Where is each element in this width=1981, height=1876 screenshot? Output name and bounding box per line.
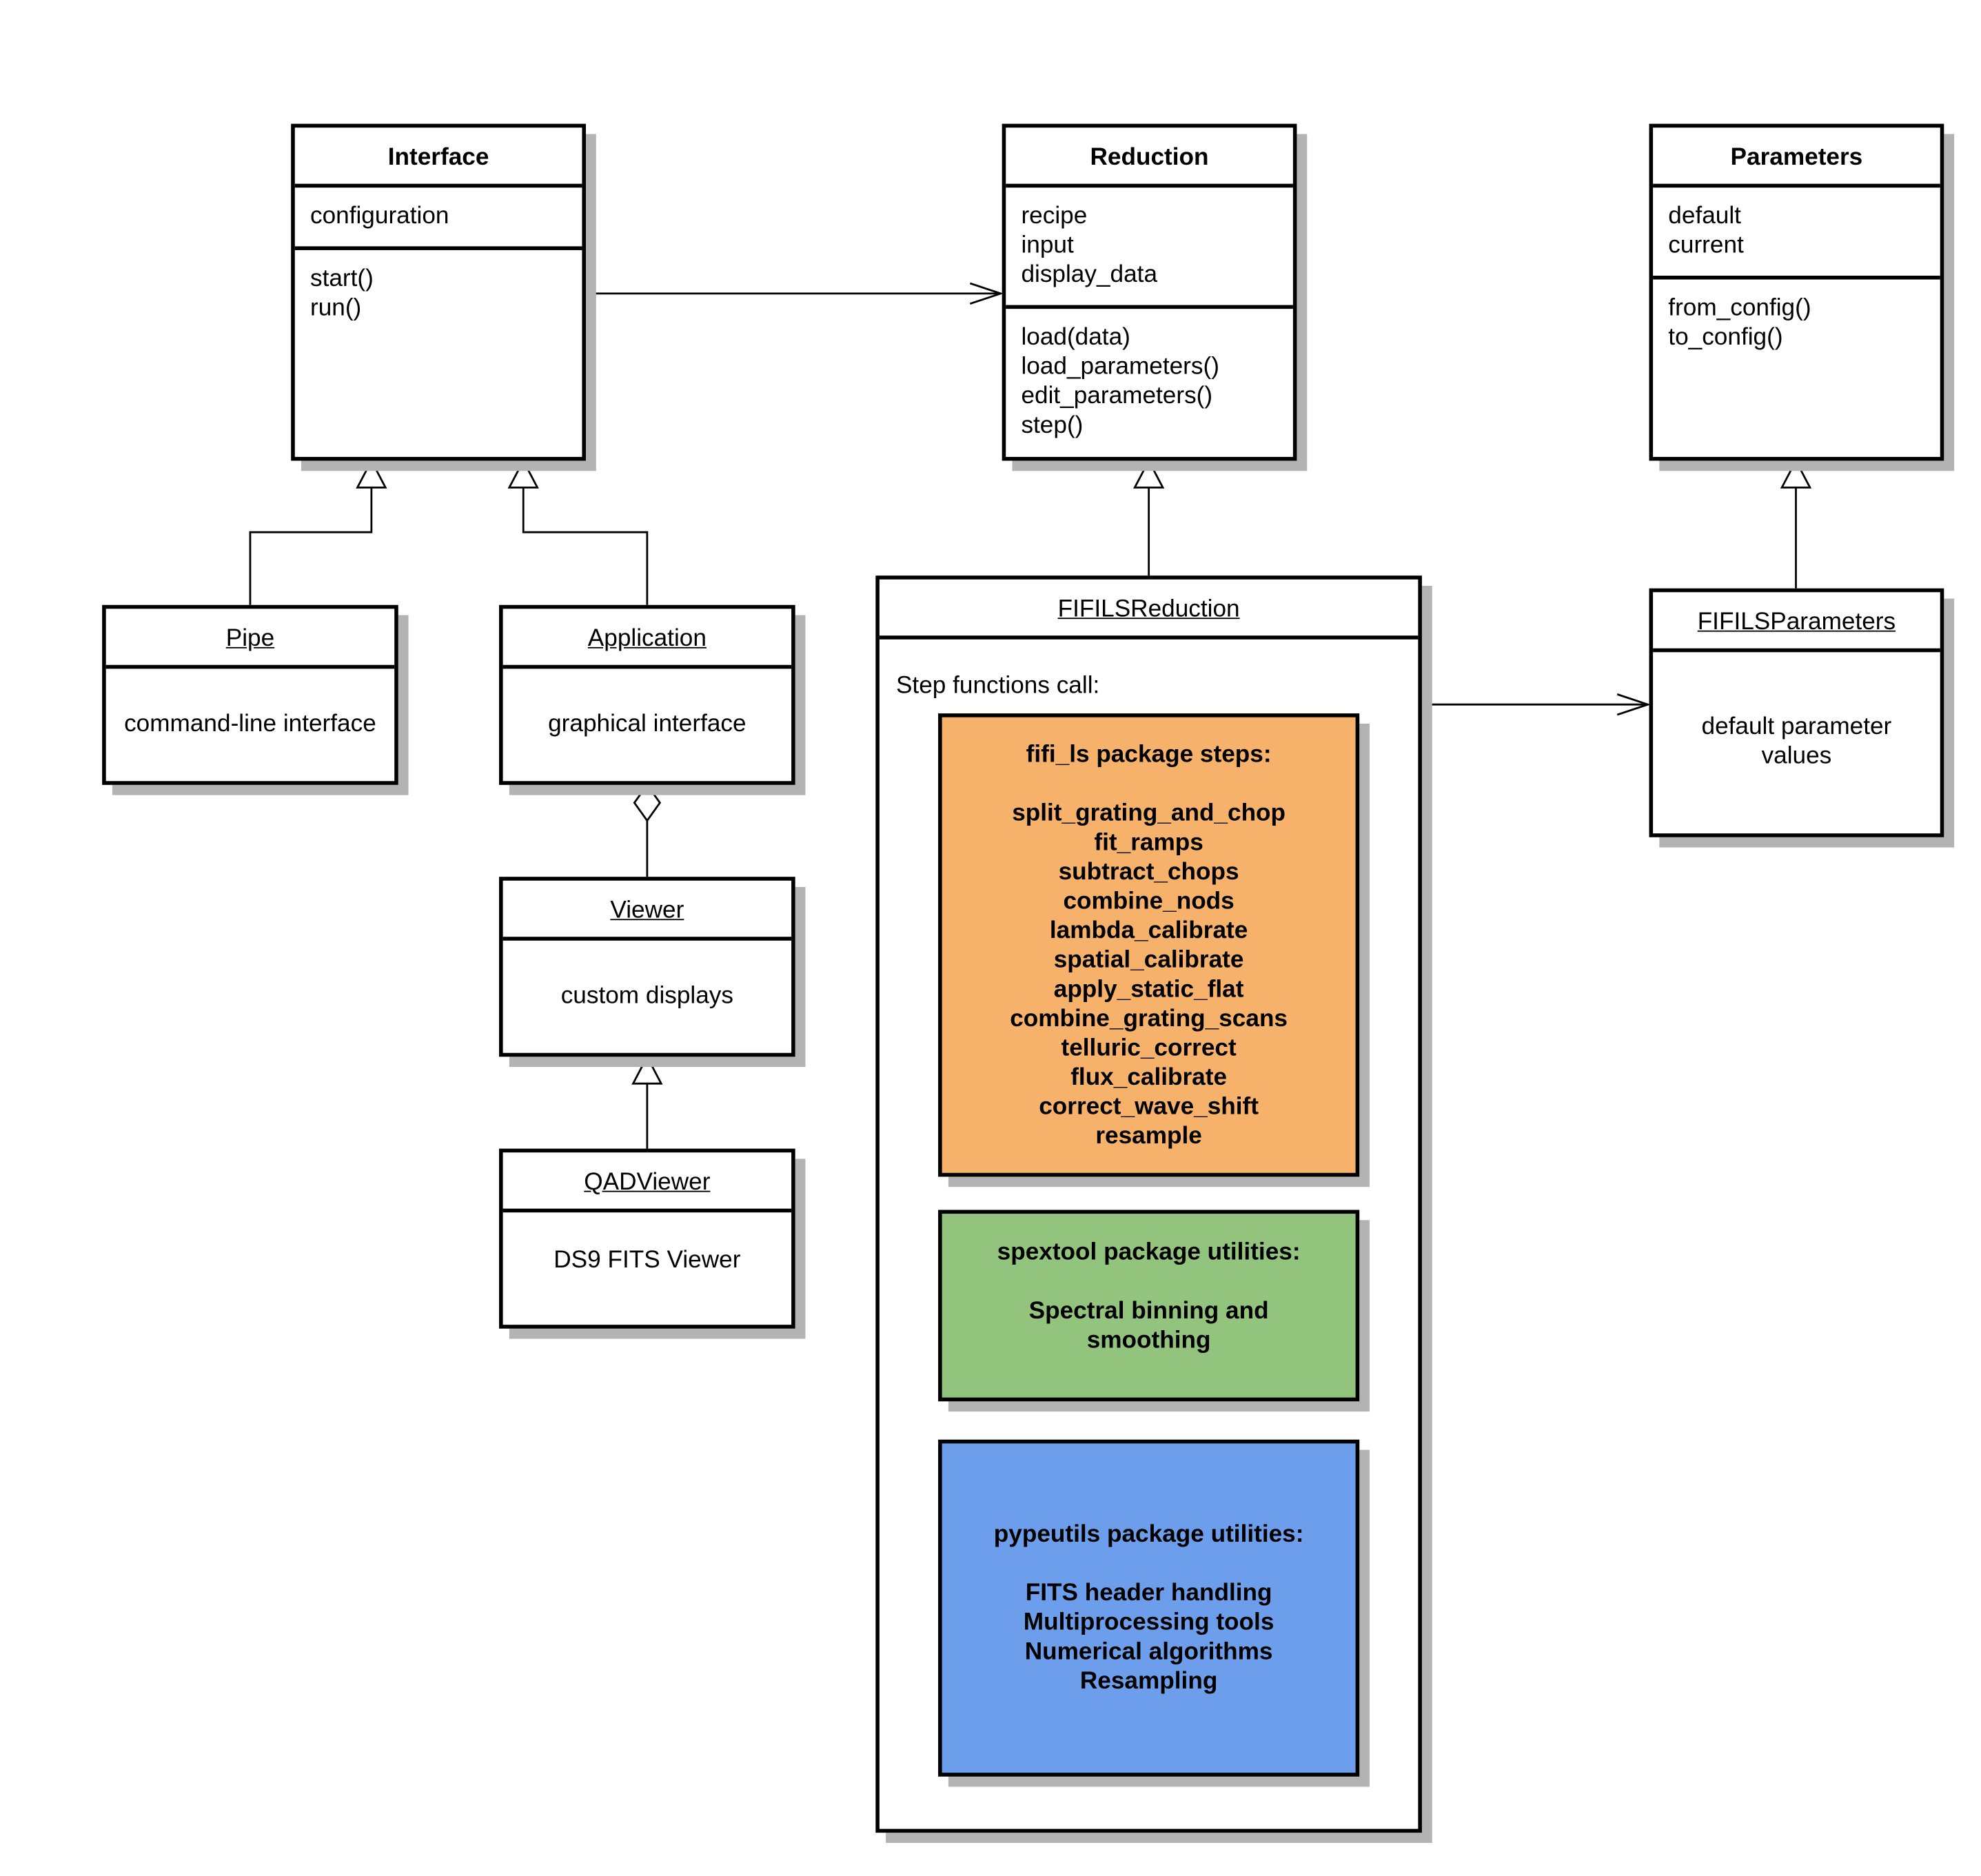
interface-reduction-arrowhead — [969, 282, 1004, 305]
fifi-ls-step: apply_static_flat — [1053, 975, 1244, 1003]
fifi-ls-step: subtract_chops — [1058, 858, 1239, 886]
application-inheritance-arrowhead — [507, 458, 539, 489]
fifi-ls-step: telluric_correct — [1061, 1034, 1237, 1061]
reduction-attribute: input — [1021, 232, 1074, 259]
interface-method: start() — [309, 265, 374, 293]
viewer-class: Viewer custom displays — [499, 877, 795, 1057]
parameters-class: Parameters default current from_config()… — [1649, 123, 1944, 461]
interface-method: run() — [309, 294, 362, 322]
fifilsparameters-description-line: default parameter — [1701, 713, 1892, 741]
qadviewer-inheritance-arrowhead — [631, 1054, 663, 1085]
fifi-ls-package-box: fifi_ls package steps: split_grating_and… — [938, 713, 1360, 1177]
qadviewer-class-title: QADViewer — [502, 1152, 792, 1213]
fifilsreduction-body: Step functions call: — [880, 640, 1418, 1829]
parameters-attribute: current — [1668, 232, 1744, 259]
fifi-ls-step: fit_ramps — [1094, 828, 1203, 856]
fifi-ls-step: split_grating_and_chop — [1012, 799, 1286, 827]
interface-class-title: Interface — [294, 128, 582, 188]
spextool-package-heading: spextool package utilities: — [997, 1239, 1301, 1266]
pipe-inheritance-arrowhead — [356, 458, 387, 489]
fifilsparameters-description-line: values — [1761, 742, 1832, 770]
interface-attribute: configuration — [309, 203, 449, 230]
fifilsparameters-class: FIFILSParameters default parameter value… — [1649, 588, 1944, 837]
fifi-ls-step: combine_nods — [1063, 887, 1235, 915]
pipe-description: command-line interface — [124, 710, 376, 737]
interface-methods: start() run() — [295, 250, 582, 323]
fifilsreduction-class-title: FIFILSReduction — [879, 580, 1419, 640]
reduction-method: load_parameters() — [1021, 353, 1219, 380]
pypeutils-package-heading: pypeutils package utilities: — [993, 1521, 1304, 1549]
pypeutils-utility: Multiprocessing tools — [1023, 1609, 1274, 1637]
fifi-ls-step: flux_calibrate — [1070, 1063, 1228, 1091]
fifi-ls-step: correct_wave_shift — [1039, 1093, 1259, 1120]
reduction-method: edit_parameters() — [1021, 383, 1213, 410]
qadviewer-class: QADViewer DS9 FITS Viewer — [499, 1148, 795, 1329]
reduction-class-title: Reduction — [1006, 128, 1293, 188]
parameters-method: to_config() — [1668, 324, 1783, 351]
spextool-utility: Spectral binning and — [1028, 1298, 1269, 1325]
spextool-package-box: spextool package utilities: Spectral bin… — [938, 1210, 1360, 1402]
pypeutils-utility: Resampling — [1079, 1668, 1218, 1695]
parameters-method: from_config() — [1668, 294, 1811, 322]
fifilsparameters-class-title: FIFILSParameters — [1653, 592, 1940, 653]
application-inheritance-line — [522, 487, 649, 605]
reduction-parameters-arrowhead — [1616, 693, 1652, 716]
pypeutils-utility: Numerical algorithms — [1024, 1638, 1273, 1666]
reduction-attribute: recipe — [1021, 203, 1088, 230]
application-description: graphical interface — [548, 710, 746, 737]
pypeutils-package-box: pypeutils package utilities: FITS header… — [938, 1439, 1360, 1777]
parameters-class-title: Parameters — [1653, 128, 1940, 188]
fifilsparameters-inheritance-arrowhead — [1780, 458, 1812, 489]
spextool-utility: smoothing — [1086, 1327, 1211, 1354]
reduction-attributes: recipe input display_data — [1006, 187, 1293, 309]
fifilsparameters-description: default parameter values — [1653, 652, 1940, 830]
pypeutils-utility: FITS header handling — [1025, 1580, 1272, 1607]
fifi-ls-step: resample — [1095, 1122, 1202, 1150]
pipe-inheritance-line — [249, 487, 373, 605]
pipe-class-title: Pipe — [105, 609, 395, 669]
reduction-class: Reduction recipe input display_data load… — [1002, 123, 1297, 461]
fifi-ls-step: combine_grating_scans — [1010, 1005, 1288, 1032]
pipe-class: Pipe command-line interface — [102, 604, 398, 785]
aggregation-diamond — [633, 783, 662, 823]
step-functions-intro: Step functions call: — [895, 672, 1100, 700]
application-class-title: Application — [502, 609, 792, 669]
parameters-attributes: default current — [1653, 187, 1940, 280]
application-class: Application graphical interface — [499, 604, 795, 785]
parameters-attribute: default — [1668, 203, 1741, 230]
fifilsreduction-inheritance-arrowhead — [1132, 458, 1165, 489]
viewer-class-title: Viewer — [502, 881, 792, 941]
reduction-methods: load(data) load_parameters() edit_parame… — [1006, 309, 1293, 440]
fifi-ls-step: spatial_calibrate — [1053, 946, 1244, 973]
parameters-methods: from_config() to_config() — [1653, 280, 1940, 353]
qadviewer-description: DS9 FITS Viewer — [553, 1246, 741, 1274]
reduction-method: step() — [1021, 412, 1084, 440]
fifi-ls-step: lambda_calibrate — [1049, 917, 1248, 944]
interface-class: Interface configuration start() run() — [291, 123, 586, 461]
interface-attributes: configuration — [294, 187, 582, 250]
viewer-description: custom displays — [560, 981, 734, 1009]
reduction-method: load(data) — [1021, 324, 1130, 351]
reduction-attribute: display_data — [1021, 261, 1158, 289]
fifi-ls-package-heading: fifi_ls package steps: — [1026, 740, 1272, 768]
